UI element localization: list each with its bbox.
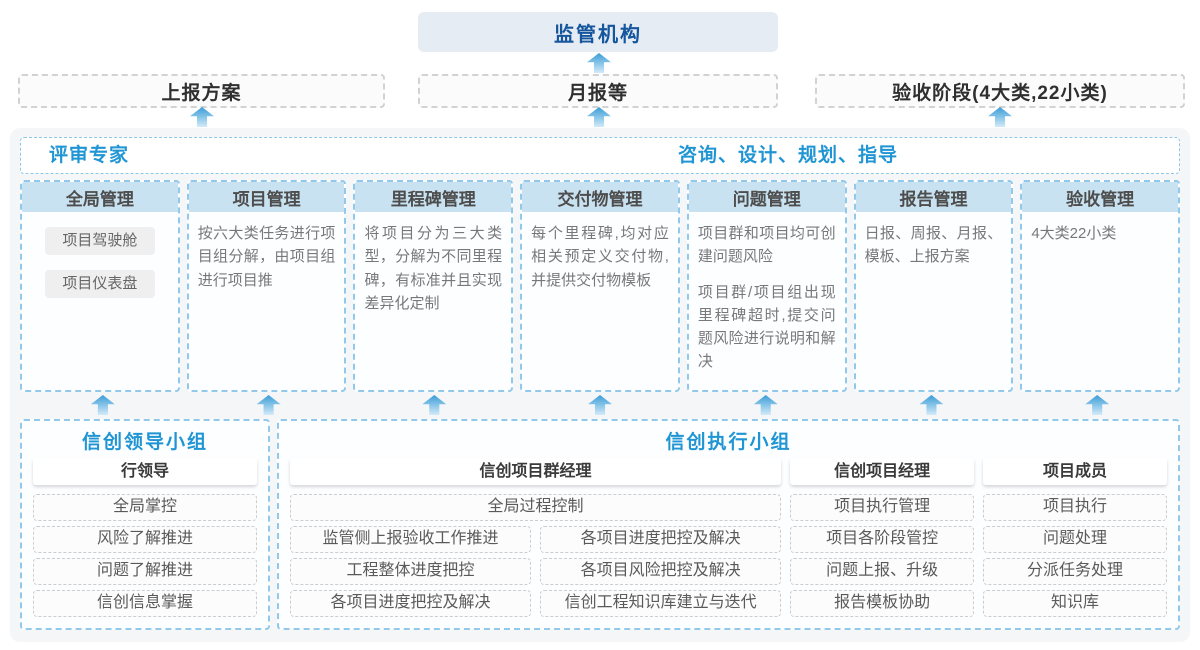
member-task: 项目执行	[983, 494, 1168, 521]
arrow-up-icon	[988, 107, 1012, 127]
arrow-up-icon	[587, 107, 611, 127]
leader-task: 风险了解推进	[33, 526, 257, 553]
leader-group: 信创领导小组 行领导 全局掌控 风险了解推进 问题了解推进 信创信息掌握	[20, 419, 270, 630]
pgm-task: 各项目进度把控及解决	[290, 590, 532, 617]
module-description: 项目群和项目均可创建问题风险	[697, 225, 836, 266]
arrow-up-icon	[588, 395, 613, 415]
pm-task: 项目执行管理	[790, 494, 975, 521]
channel-report-plan: 上报方案	[18, 74, 385, 108]
section-project-manager: 信创项目经理 项目执行管理 项目各阶段管控 问题上报、升级 报告模板协助	[790, 458, 975, 622]
channel-acceptance-stage: 验收阶段(4大类,22小类)	[815, 74, 1185, 108]
module-project-management: 项目管理 按六大类任务进行项目组分解，由项目组进行项目推	[186, 180, 347, 392]
arrow-up-icon	[422, 395, 447, 415]
leader-group-title: 信创领导小组	[81, 432, 208, 453]
module-title: 项目管理	[188, 182, 345, 212]
bottom-band: 信创领导小组 行领导 全局掌控 风险了解推进 问题了解推进 信创信息掌握 信创执…	[20, 419, 1180, 630]
module-global-management: 全局管理 项目驾驶舱 项目仪表盘	[20, 180, 180, 392]
modules-row: 全局管理 项目驾驶舱 项目仪表盘 项目管理 按六大类任务进行项目组分解，由项目组…	[20, 180, 1181, 392]
module-deliverable-management: 交付物管理 每个里程碑,均对应相关预定义交付物,并提供交付物模板	[520, 180, 680, 392]
member-task: 分派任务处理	[983, 558, 1168, 585]
arrow-up-icon	[190, 107, 214, 127]
module-acceptance-management: 验收管理 4大类22小类	[1020, 180, 1181, 392]
exec-group: 信创执行小组 信创项目群经理 全局过程控制 监管侧上报验收工作推进 工程整体进度…	[277, 419, 1180, 630]
module-title: 报告管理	[855, 182, 1012, 212]
module-title: 问题管理	[688, 182, 845, 212]
module-milestone-management: 里程碑管理 将项目分为三大类型，分解为不同里程碑，有标准并且实现差异化定制	[353, 180, 514, 392]
arrow-up-icon	[256, 395, 281, 415]
arrow-up-icon	[1085, 395, 1110, 415]
module-description: 项目群/项目组出现里程碑超时,提交问题风险进行说明和解决	[697, 283, 836, 371]
section-project-member: 项目成员 项目执行 问题处理 分派任务处理 知识库	[983, 458, 1168, 622]
module-title: 交付物管理	[522, 182, 678, 212]
leader-task: 全局掌控	[33, 494, 257, 521]
pm-task: 问题上报、升级	[790, 558, 975, 585]
module-title: 全局管理	[22, 182, 178, 212]
exec-group-title: 信创执行小组	[665, 432, 792, 453]
module-title: 验收管理	[1022, 182, 1179, 212]
pgm-task: 监管侧上报验收工作推进	[290, 526, 532, 553]
channel-monthly-report: 月报等	[418, 74, 778, 108]
module-description: 将项目分为三大类型，分解为不同里程碑，有标准并且实现差异化定制	[364, 225, 503, 312]
platform-container: 评审专家 咨询、设计、规划、指导 全局管理 项目驾驶舱 项目仪表盘 项目管理 按…	[10, 128, 1190, 642]
module-issue-management: 问题管理 项目群和项目均可创建问题风险 项目群/项目组出现里程碑超时,提交问题风…	[686, 180, 847, 392]
arrow-up-icon	[587, 53, 611, 73]
pgm-task: 工程整体进度把控	[290, 558, 532, 585]
module-description: 按六大类任务进行项目组分解，由项目组进行项目推	[197, 225, 336, 289]
role-project-manager: 信创项目经理	[790, 458, 975, 485]
module-description: 日报、周报、月报、模板、上报方案	[864, 225, 1003, 266]
arrow-up-icon	[919, 395, 944, 415]
pm-task: 项目各阶段管控	[790, 526, 975, 553]
member-task: 问题处理	[983, 526, 1168, 553]
module-title: 里程碑管理	[355, 182, 512, 212]
expert-bar-right-label: 咨询、设计、规划、指导	[678, 145, 899, 166]
module-description: 每个里程碑,均对应相关预定义交付物,并提供交付物模板	[531, 225, 669, 289]
role-project-member: 项目成员	[983, 458, 1168, 485]
node-project-cockpit: 项目驾驶舱	[45, 227, 155, 255]
pgm-task: 信创工程知识库建立与迭代	[540, 590, 782, 617]
expert-bar-left-label: 评审专家	[49, 145, 130, 166]
expert-bar: 评审专家 咨询、设计、规划、指导	[20, 137, 1180, 174]
section-program-manager: 信创项目群经理 全局过程控制 监管侧上报验收工作推进 工程整体进度把控 各项目进…	[290, 458, 782, 622]
leader-task: 问题了解推进	[33, 558, 257, 585]
arrows-row	[20, 395, 1180, 416]
regulator-node: 监管机构	[418, 12, 778, 52]
pgm-task: 各项目风险把控及解决	[540, 558, 782, 585]
member-task: 知识库	[983, 590, 1168, 617]
pgm-task: 各项目进度把控及解决	[540, 526, 782, 553]
arrow-up-icon	[753, 395, 778, 415]
node-project-dashboard: 项目仪表盘	[45, 270, 155, 298]
role-program-manager: 信创项目群经理	[290, 458, 782, 485]
arrow-up-icon	[90, 395, 115, 415]
module-report-management: 报告管理 日报、周报、月报、模板、上报方案	[853, 180, 1014, 392]
leader-task: 信创信息掌握	[33, 590, 257, 617]
pm-task: 报告模板协助	[790, 590, 975, 617]
pgm-task-full: 全局过程控制	[290, 494, 782, 521]
role-bank-leader: 行领导	[33, 458, 257, 485]
module-description: 4大类22小类	[1031, 225, 1117, 242]
